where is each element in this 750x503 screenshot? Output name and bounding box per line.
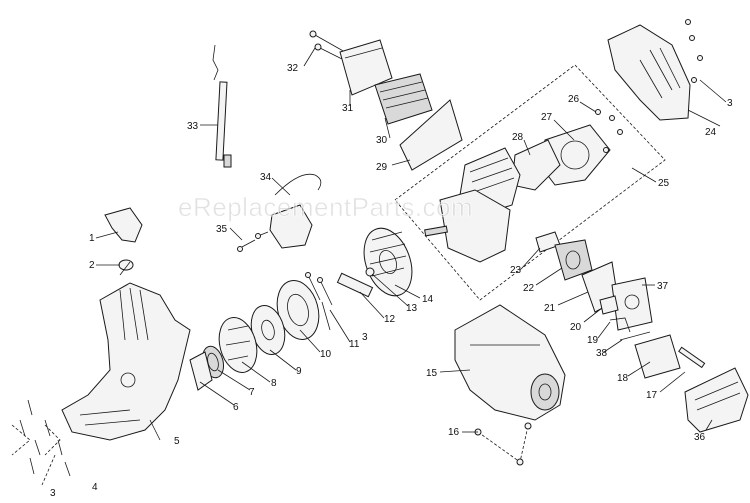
callout-numbers: 1 2 3 3 3 4 5 6 7 8 9 10 11 12 13 14 15 … — [50, 63, 733, 499]
callout-13: 13 — [406, 303, 418, 314]
part-34-ignition-coil — [269, 173, 322, 249]
part-24-engine-cover — [607, 19, 703, 121]
part-19-bracket — [609, 317, 631, 333]
watermark: eReplacementParts.com — [178, 192, 473, 222]
callout-2: 2 — [89, 260, 95, 271]
callout-4: 4 — [92, 482, 98, 493]
callout-33: 33 — [187, 121, 199, 132]
callout-19: 19 — [587, 335, 599, 346]
callout-10: 10 — [320, 349, 332, 360]
callout-15: 15 — [426, 368, 438, 379]
part-12-spacer — [336, 272, 374, 298]
callout-38: 38 — [596, 348, 608, 359]
part-6-pawl — [189, 351, 213, 391]
part-36-filter-cover — [684, 367, 749, 433]
callout-18: 18 — [617, 373, 629, 384]
callout-31: 31 — [342, 103, 354, 114]
callout-14: 14 — [422, 294, 434, 305]
part-18-air-box-base — [634, 334, 681, 379]
part-37-carburetor — [611, 277, 653, 331]
part-30-air-filter — [374, 73, 433, 125]
callout-3: 3 — [362, 332, 368, 343]
engine-crankcase — [424, 189, 511, 263]
part-33-throttle-rod — [212, 44, 232, 168]
callout-9: 9 — [296, 366, 302, 377]
callout-21: 21 — [544, 303, 556, 314]
callout-30: 30 — [376, 135, 388, 146]
callout-11: 11 — [349, 339, 360, 350]
callout-29: 29 — [376, 162, 388, 173]
callout-22: 22 — [523, 283, 535, 294]
engine-assembly-outline — [394, 64, 666, 301]
callout-8: 8 — [271, 378, 277, 389]
callout-1: 1 — [89, 233, 95, 244]
callout-23: 23 — [510, 265, 522, 276]
callout-6: 6 — [233, 402, 239, 413]
part-26-screws — [595, 109, 623, 153]
part-31-air-filter-cover — [339, 39, 393, 96]
part-17-pin — [678, 346, 706, 369]
callout-28: 28 — [512, 132, 524, 143]
callout-26: 26 — [568, 94, 580, 105]
part-1-handle — [104, 207, 143, 243]
callout-16: 16 — [448, 427, 460, 438]
callout-32: 32 — [287, 63, 299, 74]
callout-12: 12 — [384, 314, 396, 325]
part-29-filter-base — [399, 99, 463, 171]
part-16-screws — [474, 422, 532, 466]
part-35-screws — [237, 231, 269, 252]
part-14-flywheel — [363, 227, 413, 297]
callout-36: 36 — [694, 432, 706, 443]
part-2-clip — [118, 259, 134, 276]
callout-24: 24 — [705, 127, 717, 138]
part-8-starter-pulley — [218, 317, 258, 373]
callout-37: 37 — [657, 281, 669, 292]
callout-7: 7 — [249, 387, 255, 398]
callout-34: 34 — [260, 172, 272, 183]
part-32-screws — [309, 30, 351, 64]
callout-3: 3 — [727, 98, 733, 109]
part-5-main-housing — [61, 282, 191, 441]
callout-3: 3 — [50, 488, 56, 499]
callout-35: 35 — [216, 224, 228, 235]
callout-20: 20 — [570, 322, 582, 333]
part-15-gear-housing — [454, 304, 566, 421]
part-38-bolt — [619, 331, 651, 341]
callout-17: 17 — [646, 390, 658, 401]
callout-5: 5 — [174, 436, 180, 447]
callout-25: 25 — [658, 178, 670, 189]
part-4-screws — [11, 399, 71, 486]
callout-27: 27 — [541, 112, 553, 123]
part-20-gasket — [599, 295, 619, 315]
leader-lines — [95, 47, 727, 441]
part-11-screws — [305, 272, 333, 306]
